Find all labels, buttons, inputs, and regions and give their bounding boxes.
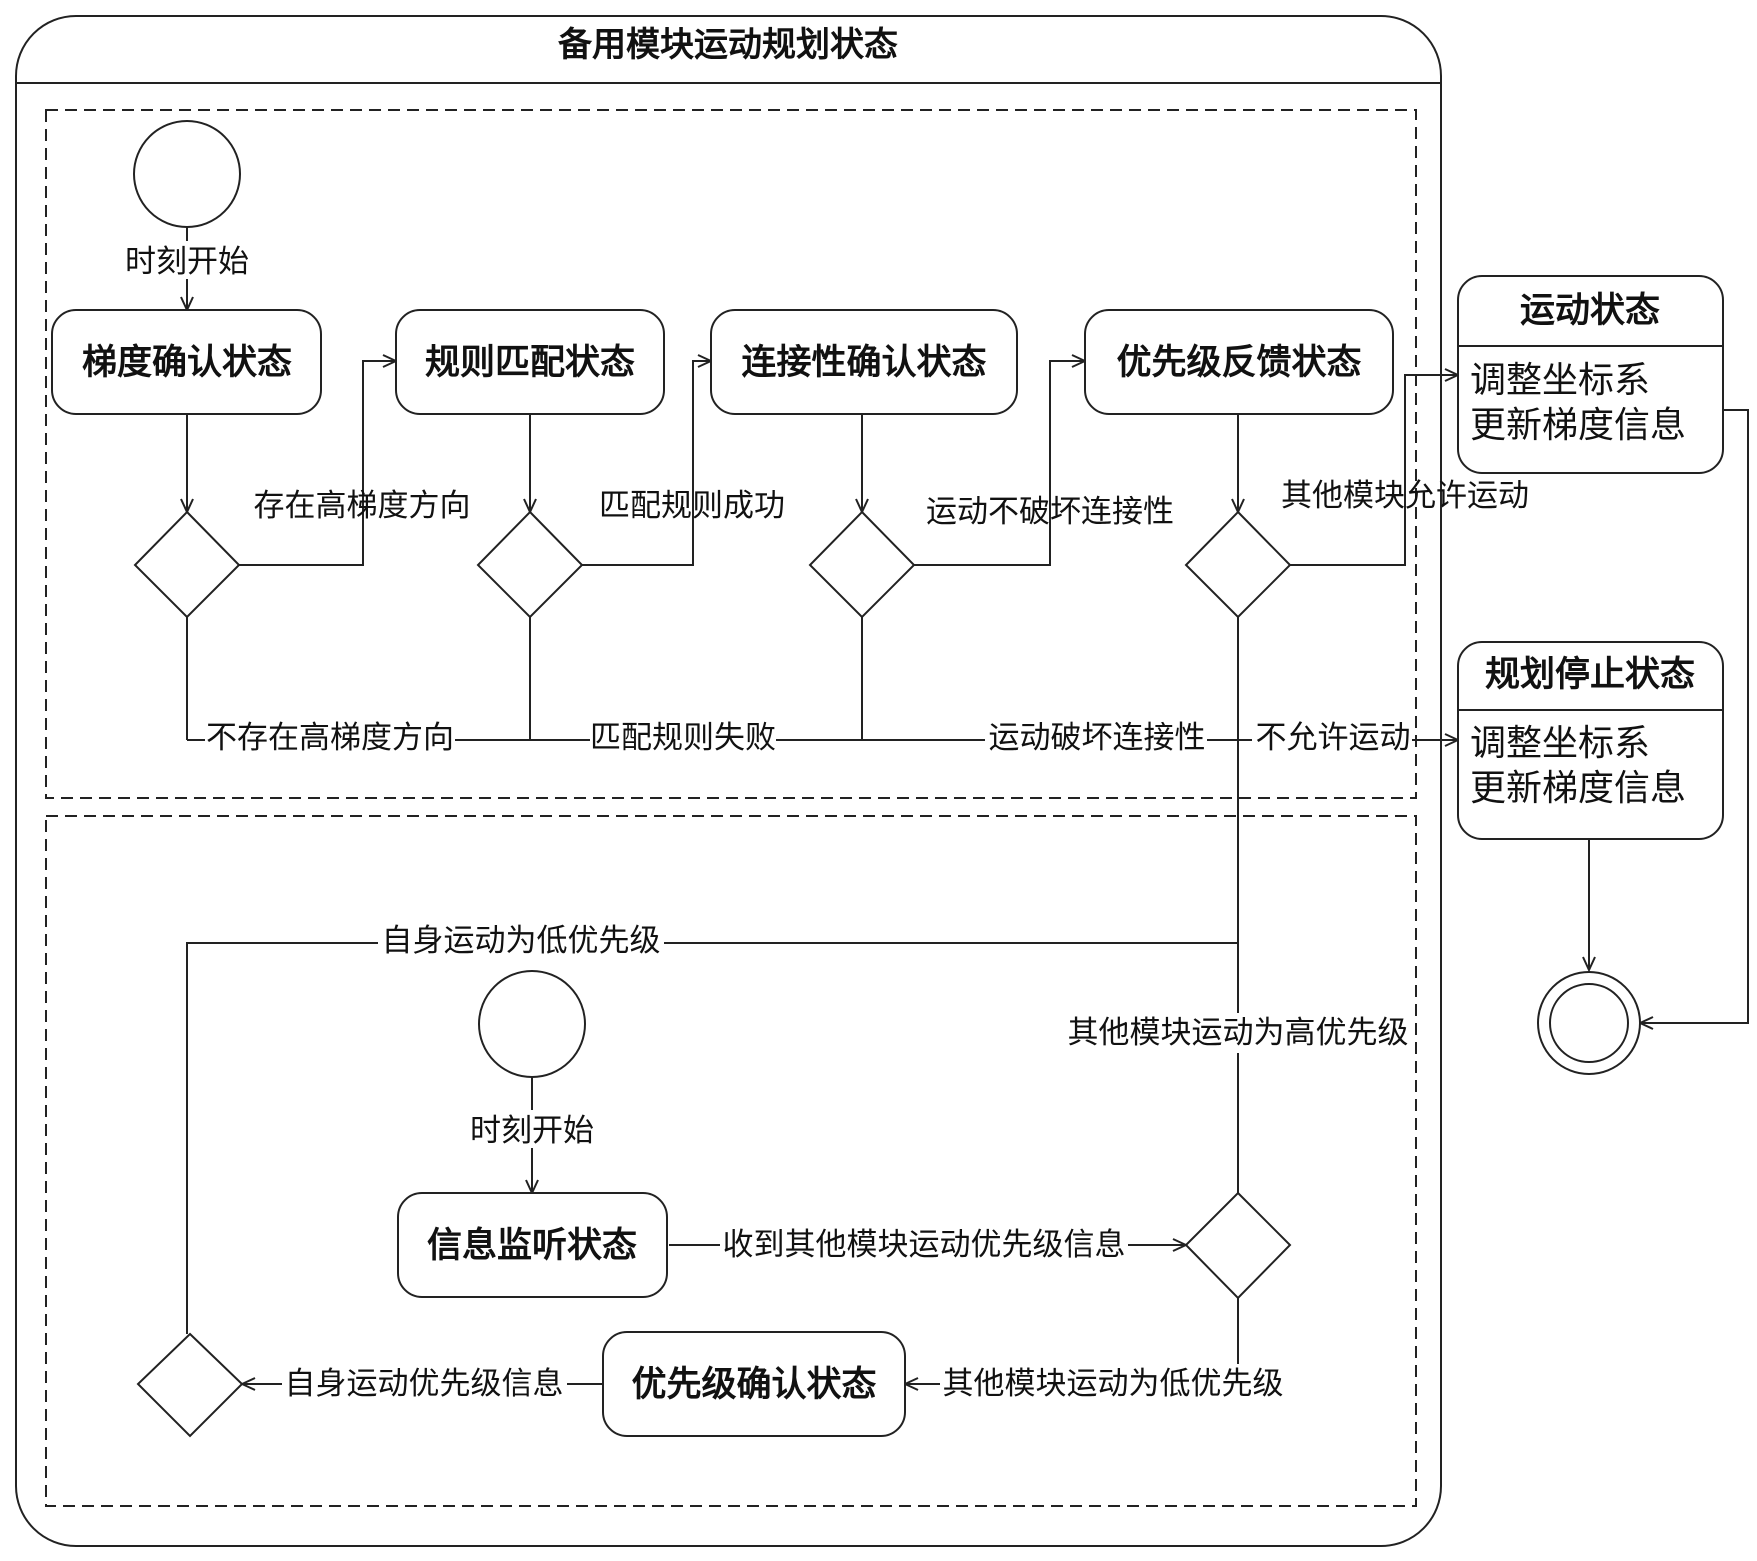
state-rule-match: 规则匹配状态: [395, 309, 665, 415]
decision-gradient: [133, 510, 241, 619]
right-connectors: [1589, 409, 1749, 1023]
transition-labels: 时刻开始 存在高梯度方向 匹配规则成功 运动不破坏连接性 其他模块允许运动 不存…: [122, 241, 1529, 1404]
label-others-high-priority: 其他模块运动为高优先级: [1068, 1015, 1409, 1051]
label-not-allow: 不允许运动: [1256, 720, 1411, 756]
state-planning-stop: 规划停止状态 调整坐标系 更新梯度信息: [1457, 641, 1724, 840]
state-motion: 运动状态 调整坐标系 更新梯度信息: [1457, 275, 1724, 474]
label-start-top: 时刻开始: [125, 244, 249, 280]
state-priority-confirm: 优先级确认状态: [602, 1331, 906, 1437]
label-others-allow: 其他模块允许运动: [1281, 478, 1529, 514]
state-label: 优先级确认状态: [631, 1364, 876, 1405]
state-priority-feedback: 优先级反馈状态: [1084, 309, 1394, 415]
state-label: 梯度确认状态: [82, 342, 292, 383]
label-others-low-priority: 其他模块运动为低优先级: [943, 1366, 1284, 1402]
motion-action-2: 更新梯度信息: [1470, 405, 1686, 446]
label-break-connection: 运动破坏连接性: [989, 720, 1206, 756]
label-no-break-connection: 运动不破坏连接性: [926, 494, 1174, 530]
initial-node-top: [133, 120, 241, 228]
label-has-high-gradient: 存在高梯度方向: [254, 488, 471, 524]
lower-region: [45, 815, 1417, 1507]
decision-permission: [1184, 510, 1292, 619]
label-no-high-gradient: 不存在高梯度方向: [206, 720, 454, 756]
decision-rule: [476, 510, 584, 619]
decision-connectivity: [808, 510, 916, 619]
initial-node-bottom: [478, 970, 586, 1078]
label-self-priority-info: 自身运动优先级信息: [285, 1366, 564, 1402]
label-match-fail: 匹配规则失败: [590, 720, 776, 756]
state-label: 优先级反馈状态: [1116, 342, 1361, 383]
stop-action-1: 调整坐标系: [1470, 723, 1650, 764]
label-self-low-priority: 自身运动为低优先级: [382, 923, 661, 959]
container-title: 备用模块运动规划状态: [558, 25, 898, 65]
upper-region: [45, 109, 1417, 799]
stop-action-2: 更新梯度信息: [1470, 768, 1686, 809]
label-received-priority-info: 收到其他模块运动优先级信息: [723, 1227, 1126, 1263]
state-label: 规则匹配状态: [425, 342, 635, 383]
state-gradient-confirm: 梯度确认状态: [51, 309, 322, 415]
state-connectivity-confirm: 连接性确认状态: [710, 309, 1018, 415]
composite-state-container: 备用模块运动规划状态: [15, 15, 1442, 1547]
motion-action-1: 调整坐标系: [1470, 360, 1650, 401]
stop-state-title: 规划停止状态: [1485, 654, 1695, 695]
decision-self-priority: [136, 1332, 244, 1438]
label-start-bottom: 时刻开始: [470, 1113, 594, 1149]
motion-state-title: 运动状态: [1520, 290, 1660, 331]
label-match-success: 匹配规则成功: [599, 488, 785, 524]
state-label: 连接性确认状态: [741, 342, 986, 383]
state-label: 信息监听状态: [427, 1225, 637, 1266]
final-node: [1537, 971, 1641, 1075]
state-info-listen: 信息监听状态: [397, 1192, 668, 1298]
decision-priority: [1184, 1191, 1292, 1300]
